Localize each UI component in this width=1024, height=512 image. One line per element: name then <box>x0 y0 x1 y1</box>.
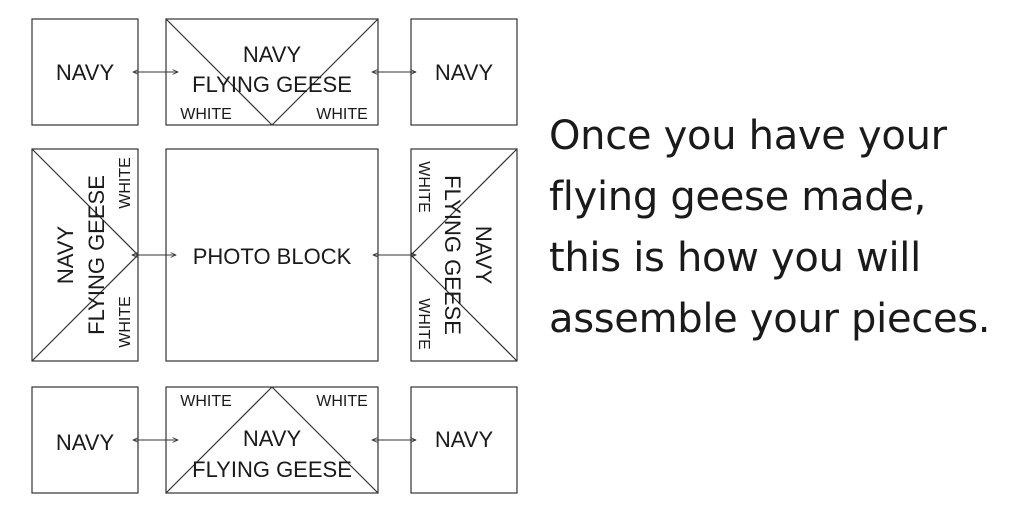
navy-label: NAVY <box>243 426 302 451</box>
geese-diagonal <box>31 148 139 256</box>
geese-diagonal <box>165 386 273 494</box>
navy-label: NAVY <box>435 427 494 452</box>
instruction-caption: Once you have your flying geese made, th… <box>549 106 1019 350</box>
flying-geese-label: FLYING GEESE <box>192 457 352 482</box>
white-label: WHITE <box>415 161 432 213</box>
navy-label: NAVY <box>53 226 78 285</box>
caption-line: Once you have your <box>549 113 947 159</box>
caption-line: assemble your pieces. <box>549 296 991 342</box>
navy-label: NAVY <box>435 60 494 85</box>
caption-line: this is how you will <box>549 235 921 281</box>
flying-geese-label: FLYING GEESE <box>192 72 352 97</box>
navy-label: NAVY <box>243 42 302 67</box>
white-label: WHITE <box>180 393 232 410</box>
white-label: WHITE <box>180 106 232 123</box>
white-label: WHITE <box>117 157 134 209</box>
geese-diagonal <box>165 18 273 126</box>
quilt-assembly-diagram: NAVY NAVY FLYING GEESE WHITE WHITE NAVY … <box>31 18 518 494</box>
geese-diagonal <box>410 148 518 256</box>
navy-label: NAVY <box>56 430 115 455</box>
navy-label: NAVY <box>471 226 496 285</box>
white-label: WHITE <box>316 393 368 410</box>
flying-geese-label: FLYING GEESE <box>84 175 109 335</box>
white-label: WHITE <box>415 298 432 350</box>
geese-diagonal <box>410 254 518 362</box>
navy-label: NAVY <box>56 60 115 85</box>
flying-geese-label: FLYING GEESE <box>440 175 465 335</box>
geese-diagonal <box>31 254 139 362</box>
photo-block-label: PHOTO BLOCK <box>193 244 352 269</box>
caption-line: flying geese made, <box>549 174 927 220</box>
white-label: WHITE <box>316 106 368 123</box>
white-label: WHITE <box>117 296 134 348</box>
geese-diagonal <box>271 386 379 494</box>
geese-diagonal <box>271 18 379 126</box>
